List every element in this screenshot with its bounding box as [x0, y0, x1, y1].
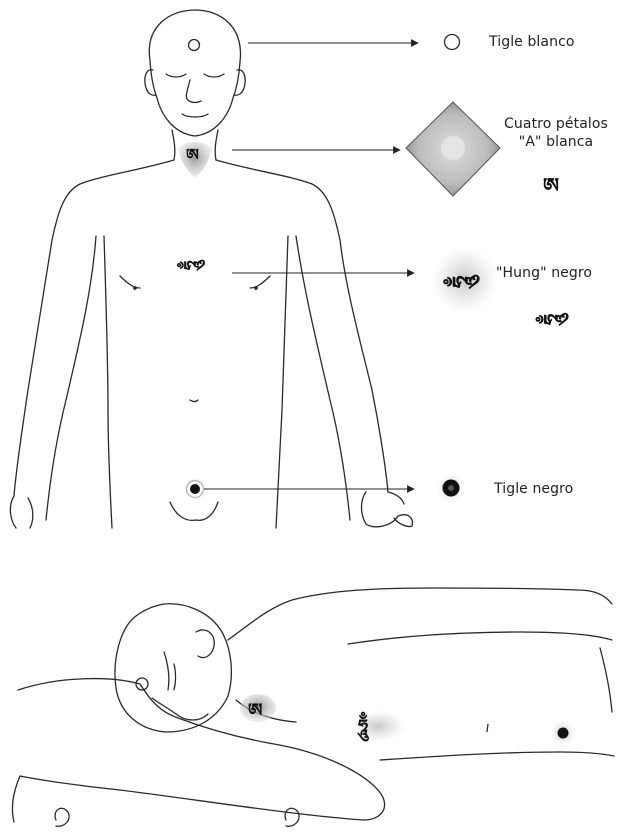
left-torso-side: [104, 236, 112, 528]
reclining-eye-2: [174, 664, 176, 690]
heart-hung-glyph: ཧཱུྃ: [176, 259, 206, 271]
right-eye: [204, 74, 224, 77]
label-tigle-negro: Tigle negro: [494, 481, 573, 498]
reclining-nipple-mark: [487, 724, 488, 732]
crown-tigle-on-head: [189, 40, 200, 51]
reclining-chest-line: [348, 632, 612, 644]
navel: [190, 400, 198, 402]
connector-arrows: [204, 43, 418, 489]
right-chest-line: [250, 276, 270, 288]
neck-right: [215, 130, 218, 160]
neck-left: [172, 130, 175, 160]
right-torso-side: [276, 236, 288, 528]
left-hand: [10, 496, 32, 528]
reclining-hung-halo: [346, 708, 410, 744]
right-nipple: [255, 287, 257, 289]
right-shoulder-arm: [216, 160, 388, 492]
reclining-lower-arm: [12, 776, 20, 822]
reclining-eye-1: [164, 652, 169, 690]
right-hand: [362, 492, 413, 527]
reclining-pillow: [18, 679, 385, 820]
throat-a-glyph: ཨ: [186, 145, 199, 164]
groin: [170, 502, 218, 520]
reclining-navel-tigle: [558, 728, 569, 739]
reclining-curl-right: [285, 808, 299, 826]
label-cuatro-petalos-line2: "A" blanca: [496, 134, 616, 151]
reclining-figure: [12, 588, 614, 826]
label-tigle-blanco: Tigle blanco: [489, 34, 575, 51]
hung-small-glyph: ཧཱུྃ: [535, 312, 569, 327]
label-hung-negro: "Hung" negro: [496, 265, 592, 282]
a-syllable-icon: ཨ: [543, 173, 559, 197]
navel-tigle-on-body: [190, 484, 200, 494]
right-inner-arm: [296, 236, 350, 520]
mouth: [182, 114, 208, 117]
standing-figure: [10, 10, 412, 528]
reclining-curl-left: [55, 808, 69, 826]
left-shoulder-arm: [14, 160, 174, 496]
reclining-right-side: [600, 648, 612, 712]
left-eye: [166, 74, 186, 77]
white-tigle-icon: [445, 35, 460, 50]
left-inner-arm: [46, 236, 96, 520]
four-petals-icon: [406, 102, 500, 196]
reclining-a-glyph: ཨ: [248, 700, 263, 721]
label-cuatro-petalos-line1: Cuatro pétalos: [496, 116, 616, 133]
reclining-ear: [196, 630, 214, 658]
left-chest-line: [120, 276, 140, 288]
nose: [186, 80, 201, 103]
left-nipple: [134, 287, 136, 289]
